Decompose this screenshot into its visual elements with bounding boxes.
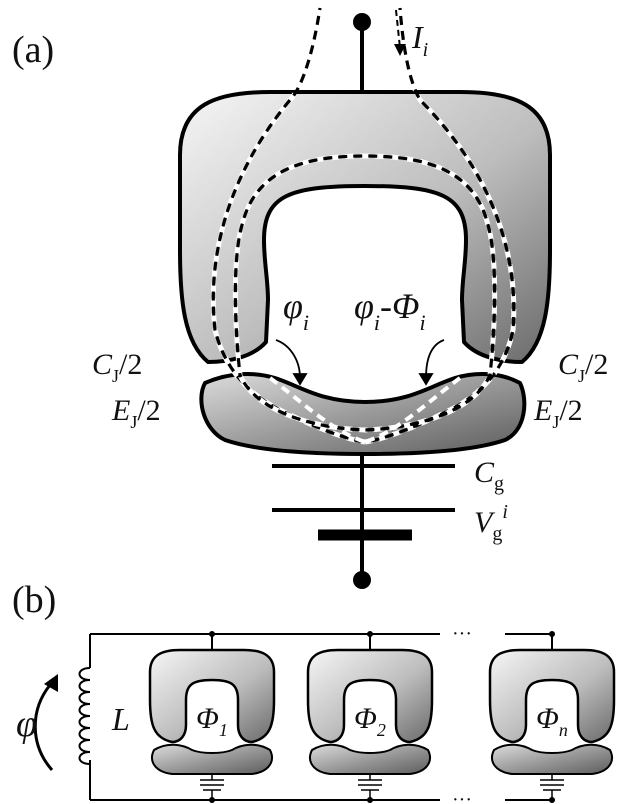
svg-text:EJ/2: EJ/2: [533, 394, 583, 432]
ellipsis-top: ···: [452, 623, 472, 645]
panel-b-label: (b): [12, 579, 56, 621]
flux-label-2: Φ2: [354, 702, 386, 740]
left-junction-labels: CJ/2 EJ/2: [92, 348, 161, 432]
svg-text:CJ/2: CJ/2: [558, 348, 608, 386]
phase-right-label: φi-Φi: [354, 286, 426, 335]
panel-a-label: (a): [12, 29, 54, 71]
unit-cells: Φ1 Φ2 Φn: [148, 631, 616, 803]
phase-label: φ: [16, 703, 37, 745]
phase-left-label: φi: [283, 286, 309, 335]
flux-label-3: Φn: [536, 702, 568, 740]
phase-arrow: [33, 674, 58, 771]
svg-text:CJ/2: CJ/2: [92, 348, 142, 386]
current-label: Ii: [411, 19, 428, 61]
ellipsis-bottom: ···: [452, 789, 472, 804]
lower-island: [199, 371, 527, 456]
right-junction-labels: CJ/2 EJ/2: [533, 348, 608, 432]
upper-island: [178, 90, 552, 364]
current-path: [210, 7, 517, 445]
gate-voltage-label: Vgi: [474, 501, 508, 545]
flux-label-1: Φ1: [196, 702, 228, 740]
inductor: [78, 667, 91, 765]
current-arrow: [394, 9, 406, 56]
bus-lines: [89, 633, 552, 801]
top-terminal: [353, 13, 371, 98]
unit-cell-3: Φn: [488, 631, 616, 803]
gate-cap-label: Cg: [474, 456, 504, 495]
unit-cell-1: Φ1: [148, 631, 276, 803]
svg-text:EJ/2: EJ/2: [111, 394, 161, 432]
gate-circuit: [272, 454, 455, 589]
junction-arrows: [275, 339, 445, 386]
inductor-label: L: [111, 701, 130, 737]
unit-cell-2: Φ2: [306, 631, 434, 803]
